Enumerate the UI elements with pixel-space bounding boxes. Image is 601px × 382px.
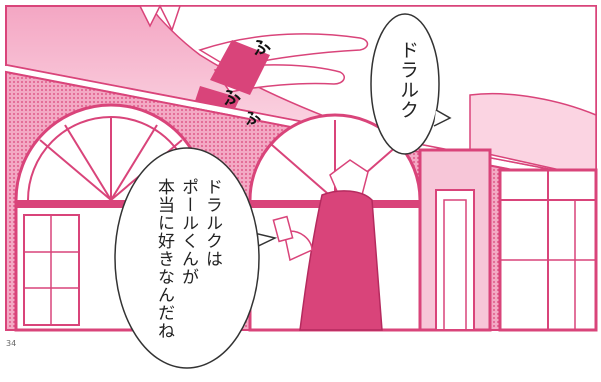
main-bubble-line-2: ポールくんが <box>178 178 198 286</box>
main-bubble-line-1: ドラルクは <box>202 178 222 268</box>
page-number: 34 <box>6 339 17 348</box>
standing-figure <box>272 159 383 331</box>
top-bubble-text: ドラルク <box>397 40 419 120</box>
speech-bubble-top <box>370 13 452 155</box>
main-bubble-line-3: 本当に好きなんだね <box>154 178 174 340</box>
speech-bubble-main <box>114 147 278 369</box>
